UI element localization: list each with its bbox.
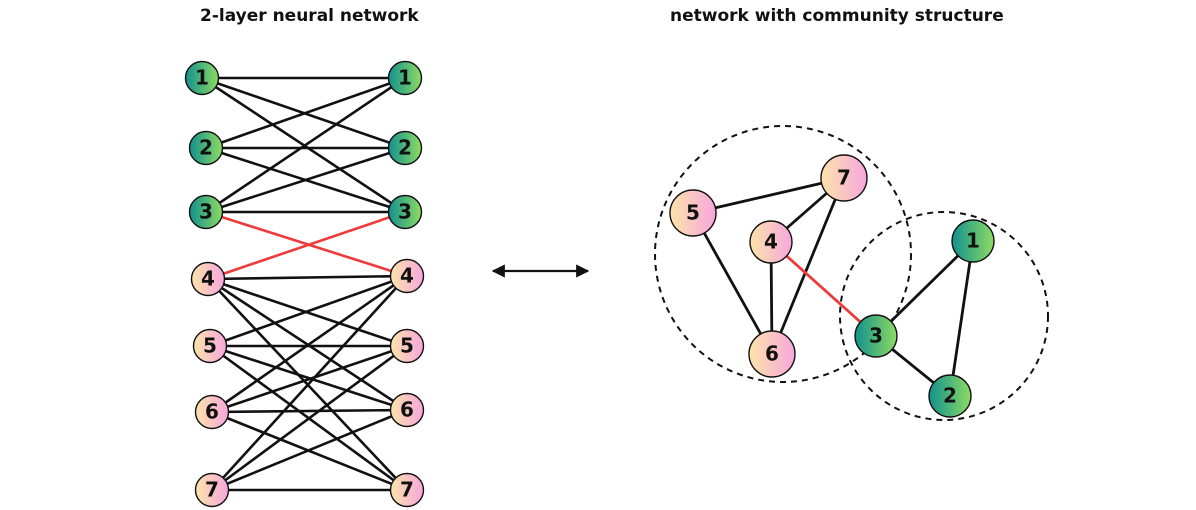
left-layer-b-node-4: 4: [389, 258, 425, 294]
left-layer-a-node-6-circle: [194, 394, 230, 430]
right-node-4-label: 4: [764, 230, 778, 254]
left-layer-b-node-7: 7: [389, 472, 425, 508]
left-layer-a-node-3: 3: [188, 194, 224, 230]
left-layer-a-node-5-circle: [192, 328, 228, 364]
left-layer-b-node-7-circle: [389, 472, 425, 508]
left-cross-edge-4-3: [207, 210, 406, 281]
right-cross-edge-4-3: [770, 240, 877, 338]
left-layer-a-node-5: 5: [192, 328, 228, 364]
right-edge-6-7: [770, 177, 846, 355]
right-edge-5-6: [691, 212, 774, 355]
right-node-3-label: 3: [869, 324, 883, 348]
left-layer-b-node-6-circle: [389, 392, 425, 428]
right-nodes: 1 2 3 4 5 6 7: [669, 154, 995, 418]
left-layer-b-node-6: 6: [389, 392, 425, 428]
left-nodes: 1 2 3 4 5 6 7 1 2 3 4 5 6 7: [184, 60, 425, 508]
right-node-7: 7: [820, 154, 868, 202]
left-edge-2-1: [205, 76, 406, 150]
left-layer-b-node-4-circle: [389, 258, 425, 294]
left-edge-6-4: [211, 274, 408, 414]
right-node-5: 5: [669, 189, 717, 237]
left-layer-b-node-4-label: 4: [400, 264, 414, 288]
left-layer-a-node-1-label: 1: [195, 66, 209, 90]
community-circle-1: [654, 125, 912, 383]
left-layer-b-node-2-circle: [387, 130, 423, 166]
right-node-4: 4: [749, 220, 793, 264]
left-cross-edge-3-4: [205, 210, 408, 278]
left-layer-b-node-7-label: 7: [400, 478, 414, 502]
right-node-6-circle: [748, 330, 796, 378]
left-layer-a-node-6-label: 6: [205, 400, 219, 424]
left-edge-6-5: [211, 344, 408, 414]
community-circle-2: [839, 211, 1049, 421]
right-node-3: 3: [854, 314, 898, 358]
left-layer-b-node-3: 3: [387, 194, 423, 230]
left-layer-a-node-7-label: 7: [205, 478, 219, 502]
left-edge-3-1: [205, 76, 406, 214]
left-layer-a-node-5-label: 5: [203, 334, 217, 358]
left-layer-a-node-2-label: 2: [199, 136, 213, 160]
left-panel: 1 2 3 4 5 6 7 1 2 3 4 5 6 7: [184, 60, 425, 508]
right-edges: [691, 176, 975, 398]
right-node-4-circle: [749, 220, 793, 264]
right-edge-1-2: [948, 240, 975, 397]
left-layer-a-node-6: 6: [194, 394, 230, 430]
left-edges: [201, 76, 408, 492]
right-node-3-circle: [854, 314, 898, 358]
right-node-5-circle: [669, 189, 717, 237]
left-layer-a-node-7-circle: [194, 472, 230, 508]
left-layer-a-node-4-circle: [190, 261, 226, 297]
left-layer-b-node-6-label: 6: [400, 398, 414, 422]
right-node-6-label: 6: [765, 342, 779, 366]
left-layer-a-node-1: 1: [184, 60, 220, 96]
left-layer-b-node-5-label: 5: [400, 334, 414, 358]
right-panel-title: network with community structure: [670, 6, 1004, 26]
left-layer-a-node-3-circle: [188, 194, 224, 230]
right-node-6: 6: [748, 330, 796, 378]
left-layer-a-node-4: 4: [190, 261, 226, 297]
right-node-2: 2: [928, 374, 972, 418]
right-node-1-label: 1: [966, 229, 980, 253]
left-edge-5-4: [209, 274, 408, 348]
left-edge-7-5: [211, 344, 408, 492]
left-edge-7-4: [211, 275, 408, 491]
right-node-5-label: 5: [686, 201, 700, 225]
left-edge-4-4: [207, 274, 408, 281]
left-layer-a-node-1-circle: [184, 60, 220, 96]
left-layer-b-node-1-circle: [387, 60, 423, 96]
left-layer-b-node-3-circle: [387, 194, 423, 230]
left-layer-b-node-2: 2: [387, 130, 423, 166]
left-layer-a-node-2: 2: [188, 130, 224, 166]
left-layer-b-node-1-label: 1: [398, 66, 412, 90]
left-layer-b-node-2-label: 2: [398, 136, 412, 160]
left-layer-a-node-4-label: 4: [201, 267, 215, 291]
right-node-1-circle: [951, 219, 995, 263]
left-layer-b-node-5-circle: [389, 328, 425, 364]
community-circles: [654, 125, 1049, 421]
left-edge-3-2: [205, 146, 406, 214]
right-node-7-label: 7: [837, 166, 851, 190]
right-node-1: 1: [951, 219, 995, 263]
left-edge-7-6: [211, 408, 408, 492]
left-layer-a-node-3-label: 3: [199, 200, 213, 224]
left-layer-b-node-1: 1: [387, 60, 423, 96]
right-node-2-circle: [928, 374, 972, 418]
right-edge-5-7: [692, 176, 845, 215]
left-layer-b-node-5: 5: [389, 328, 425, 364]
left-edge-6-6: [211, 408, 408, 414]
left-panel-title: 2-layer neural network: [200, 6, 419, 26]
right-edge-1-3: [875, 239, 974, 338]
left-layer-a-node-7: 7: [194, 472, 230, 508]
right-node-2-label: 2: [943, 384, 957, 408]
left-layer-a-node-2-circle: [188, 130, 224, 166]
right-panel: 1 2 3 4 5 6 7: [654, 125, 1049, 421]
left-layer-b-node-3-label: 3: [398, 200, 412, 224]
right-node-7-circle: [820, 154, 868, 202]
